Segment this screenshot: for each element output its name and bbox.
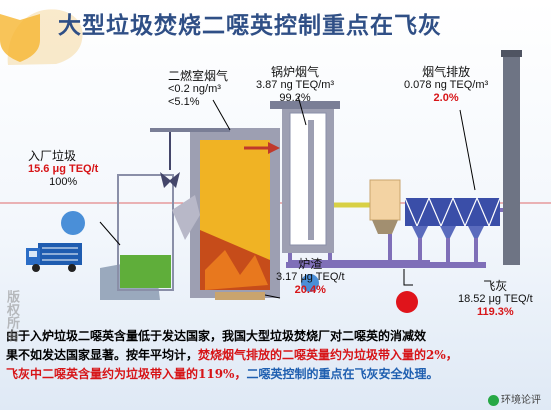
baghouse: [405, 198, 500, 226]
slag-box: [215, 292, 265, 300]
description-line-1: 由于入炉垃圾二噁英含量低于发达国家，我国大型垃圾焚烧厂对二噁英的消减效: [6, 329, 427, 343]
reactor-tower: [369, 179, 401, 221]
stack-top: [501, 50, 522, 57]
arrow-stack: [459, 109, 476, 191]
description-text: 由于入炉垃圾二噁英含量低于发达国家，我国大型垃圾焚烧厂对二噁英的消减效 果不如发…: [6, 327, 546, 384]
flame-shape: [205, 250, 268, 290]
boiler-partition: [308, 120, 314, 240]
ash-conveyor: [286, 262, 486, 268]
arrow-waste: [99, 221, 121, 246]
decorative-head-icon: [0, 9, 83, 66]
crane-grab-icon: [160, 172, 180, 188]
baghouse-pattern: [404, 196, 501, 228]
arrow-boiler: [297, 95, 307, 126]
label-fly-ash: 飞灰 18.52 μg TEQ/t 119.3%: [458, 279, 533, 319]
label-incoming-waste: 入厂垃圾 15.6 μg TEQ/t 100%: [28, 149, 99, 189]
stack: [503, 55, 520, 265]
waste-pile: [120, 255, 171, 288]
marker-blue-incoming: [61, 211, 85, 235]
flue-arrow-head: [268, 142, 280, 154]
waste-bunker: [117, 174, 174, 291]
crane-rail: [150, 128, 230, 132]
watermark-right: 环境论评: [488, 391, 541, 406]
boiler-top: [270, 101, 340, 109]
watermark-left: 版权所有: [4, 290, 19, 342]
garbage-truck-icon: [26, 243, 82, 272]
description-line-3: 飞灰中二噁英含量约为垃圾带入量的119%，二噁英控制的重点在飞灰安全处理。: [6, 367, 439, 381]
marker-red-flyash: [396, 291, 418, 313]
arrow-secondary: [212, 99, 231, 131]
label-secondary-chamber-gas: 二燃室烟气 <0.2 ng/m³ <5.1%: [168, 69, 229, 109]
description-line-2: 果不如发达国家显著。按年平均计，焚烧烟气排放的二噁英量约为垃圾带入量的2%，: [6, 348, 458, 362]
wechat-icon: [488, 394, 499, 406]
page-title: 大型垃圾焚烧二噁英控制重点在飞灰: [58, 13, 442, 39]
label-stack-emission: 烟气排放 0.078 ng TEQ/m³ 2.0%: [404, 65, 489, 105]
reactor-cone: [372, 220, 398, 234]
label-boiler-gas: 锅炉烟气 3.87 ng TEQ/m³ 99.2%: [256, 65, 335, 105]
feed-hopper: [172, 195, 200, 240]
marker-blue-slag: [301, 274, 319, 292]
label-bottom-ash: 炉渣 3.17 μg TEQ/t 20.4%: [276, 257, 345, 297]
arrow-flyash: [403, 269, 413, 286]
